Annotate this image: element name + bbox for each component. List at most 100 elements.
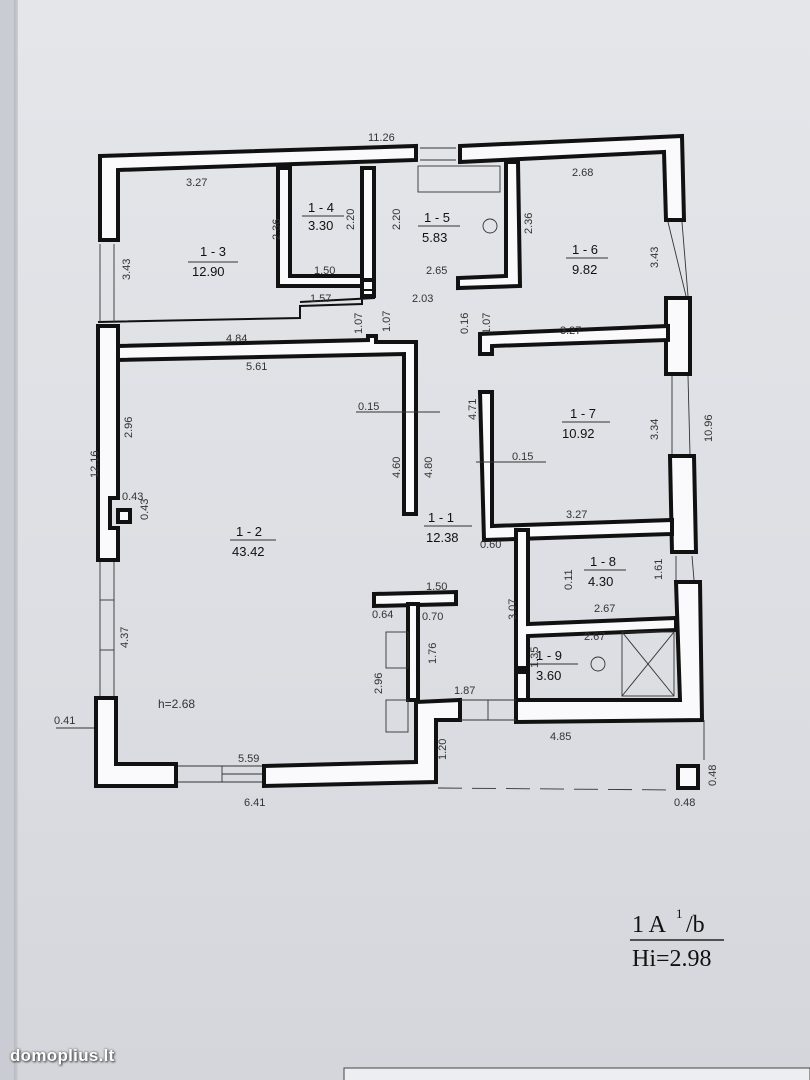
details [99, 147, 695, 791]
room-id: 1 - 4 [308, 200, 334, 215]
overall-height-dim: 12.16 [89, 450, 101, 478]
dim-label: 0.48 [674, 797, 695, 809]
dim-label: 0.43 [139, 499, 151, 520]
dim-label: 4.37 [119, 627, 131, 648]
next-page-edge [343, 1067, 810, 1080]
shower [621, 631, 675, 697]
room-area: 3.60 [536, 668, 561, 683]
room-id: 1 - 6 [572, 242, 598, 257]
wall-interior-12-top [116, 334, 418, 516]
dim-label: 2.68 [572, 167, 593, 179]
dim-label: 1.57 [310, 293, 331, 305]
wall-interior-15-left [360, 278, 376, 298]
room-area: 5.83 [422, 230, 447, 245]
dimensions: 11.26 12.16 10.96 3.27 2.68 2.36 2.20 2.… [54, 132, 719, 809]
wall-interior-18 [514, 528, 678, 670]
dimension-lines [56, 411, 705, 760]
dim-label: 4.84 [226, 333, 247, 345]
room-area: 12.38 [426, 530, 459, 545]
room-id: 1 - 2 [236, 524, 262, 539]
wall-interior-17 [477, 390, 674, 543]
wall-left-mid [96, 324, 120, 562]
dim-label: 0.60 [480, 539, 501, 551]
dim-label: 3.27 [560, 325, 581, 337]
wall-interior-19 [514, 670, 530, 702]
room-id: 1 - 9 [536, 648, 562, 663]
room-area: 3.30 [308, 218, 333, 233]
room-area: 4.30 [588, 574, 613, 589]
stove [385, 631, 409, 669]
ceiling-height-label: h=2.68 [158, 697, 195, 711]
sheet-code-main: 1 A [632, 912, 667, 938]
dim-label: 2.96 [373, 673, 385, 694]
dim-label: 1.50 [314, 265, 335, 277]
dim-label: 5.59 [238, 753, 259, 765]
room-id: 1 - 8 [590, 554, 616, 569]
room-id: 1 - 5 [424, 210, 450, 225]
wall-right-mid [667, 454, 699, 554]
chimney [116, 508, 132, 524]
dim-label: 1.07 [481, 313, 493, 334]
room-area: 9.82 [572, 262, 597, 277]
wall-right-bottom [514, 580, 705, 725]
dim-label: 0.15 [512, 451, 533, 463]
dim-label: 2.20 [345, 209, 357, 230]
column [676, 764, 700, 790]
right-height-dim: 10.96 [703, 414, 715, 442]
wall-bottom [262, 697, 462, 789]
dim-label: 0.11 [563, 569, 575, 590]
dim-label: 2.03 [412, 293, 433, 305]
dim-label: 0.16 [459, 313, 471, 334]
dim-label: 3.27 [566, 509, 587, 521]
wall-left-bottom [94, 696, 178, 788]
dashed-guide [437, 787, 677, 791]
sheet-code-sup: 1 [676, 906, 683, 921]
dim-label: 2.65 [426, 265, 447, 277]
dim-label: 5.61 [246, 361, 267, 373]
room-id: 1 - 1 [428, 510, 454, 525]
sheet-code: 1 A 1 /b Hi=2.98 [630, 906, 724, 972]
room-labels: 1 - 3 12.90 1 - 4 3.30 1 - 5 5.83 1 - 6 … [158, 200, 626, 711]
overall-width-dim: 11.26 [368, 132, 395, 144]
watermark: domoplius.lt [10, 1046, 115, 1065]
wall-right-upper [664, 296, 692, 376]
dim-label: 4.71 [467, 399, 479, 420]
dim-label: 2.36 [523, 213, 535, 234]
sheet-hi: Hi=2.98 [632, 946, 712, 972]
sink [385, 699, 409, 733]
dim-label: 3.27 [186, 177, 207, 189]
dim-label: 4.80 [423, 457, 435, 478]
paper-edge [14, 0, 20, 1080]
wall-top-right [458, 133, 687, 222]
room-id: 1 - 3 [200, 244, 226, 259]
dim-label: 1.20 [437, 739, 449, 760]
wall-interior-top-h [97, 289, 375, 323]
dim-label: 0.70 [422, 611, 443, 623]
dim-label: 1.35 [529, 647, 541, 668]
walls [94, 133, 705, 790]
wall-interior-15 [456, 160, 523, 291]
dim-label: 2.67 [584, 631, 605, 643]
toilet-2 [590, 656, 606, 672]
dim-label: 2.96 [123, 417, 135, 438]
toilet [482, 218, 498, 234]
room-area: 10.92 [562, 426, 595, 441]
dim-label: 1.76 [427, 643, 439, 664]
room-area: 43.42 [232, 544, 265, 559]
dim-label: 2.36 [271, 219, 283, 240]
dim-label: 3.34 [649, 419, 661, 440]
dim-label: 3.43 [649, 247, 661, 268]
wall-interior-16 [478, 323, 670, 356]
dim-label: 0.15 [358, 401, 379, 413]
room-id: 1 - 7 [570, 406, 596, 421]
dim-label: 1.87 [454, 685, 475, 697]
dim-label: 1.07 [353, 313, 365, 334]
dim-label: 3.43 [121, 259, 133, 280]
dim-label: 0.48 [707, 765, 719, 786]
bathtub [417, 165, 501, 193]
dim-label: 2.20 [391, 209, 403, 230]
dim-label: 4.85 [550, 731, 571, 743]
wall-top-left [98, 143, 418, 242]
wall-interior-11-stub [372, 589, 458, 609]
